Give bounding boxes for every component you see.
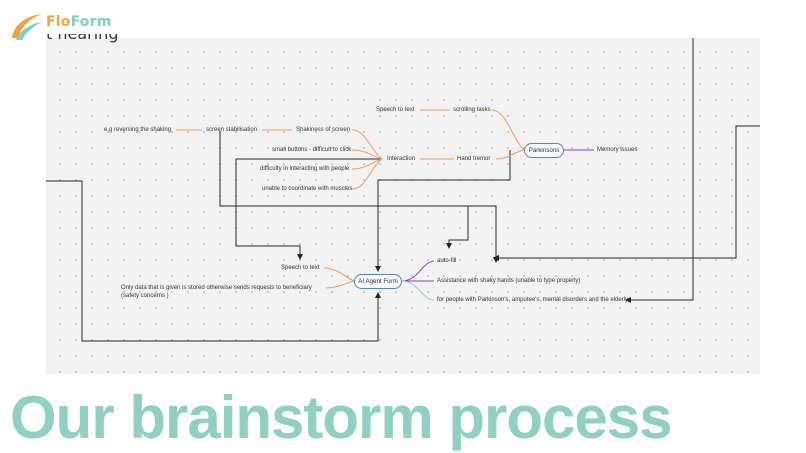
node-scrolling-tasks[interactable]: scrolling tasks — [453, 107, 491, 113]
hub-ai-agent-form[interactable]: AI Agent Form — [354, 274, 402, 289]
app-logo — [8, 8, 108, 44]
logo-prefix: Flo — [46, 14, 71, 30]
slide-headline: Our brainstorm process — [10, 384, 673, 451]
logo-swirl-icon — [12, 14, 42, 40]
node-unable-coordinate[interactable]: unable to coordinate with muscles — [262, 186, 353, 192]
node-shakiness[interactable]: Shakiness of screen — [296, 127, 351, 133]
node-assistance[interactable]: Assistance with shaky hands (unable to t… — [437, 278, 581, 284]
node-speech-to-text-top[interactable]: Speech to text — [376, 107, 415, 113]
node-small-buttons[interactable]: small buttons - difficult to click — [272, 147, 352, 153]
node-for-people[interactable]: for people with Parkinson's, amputee's, … — [437, 297, 629, 303]
node-screen-stabilisation[interactable]: screen stabilisation — [206, 127, 258, 133]
node-interaction[interactable]: Interaction — [387, 156, 416, 162]
node-auto-fill[interactable]: auto-fill — [437, 258, 457, 264]
canvas-title-fragment: t hearing — [46, 24, 119, 43]
node-only-data[interactable]: Only data that is given is stored otherw… — [121, 285, 312, 299]
logo-text: FloForm — [46, 14, 112, 30]
node-speech-to-text-bottom[interactable]: Speech to text — [281, 265, 320, 271]
node-memory-issues[interactable]: Memory issues — [597, 147, 638, 153]
hub-parkinsons[interactable]: Parkinsons — [524, 143, 564, 158]
logo-suffix: Form — [70, 14, 112, 30]
node-hand-tremor[interactable]: Hand tremor — [457, 156, 491, 162]
node-difficulty[interactable]: difficulty in interacting with people — [260, 166, 350, 172]
node-eg-reversing[interactable]: e.g reversing the shaking — [104, 127, 172, 133]
